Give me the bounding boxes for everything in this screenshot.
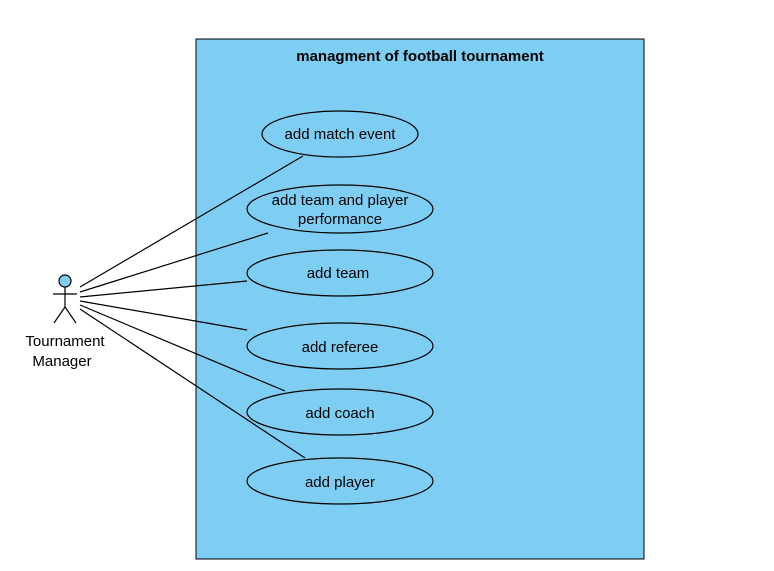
- use-case-add-team[interactable]: add team: [246, 249, 434, 297]
- use-case-add-player[interactable]: add player: [246, 457, 434, 505]
- system-title: managment of football tournament: [296, 48, 544, 65]
- use-case-label: add match event: [285, 126, 397, 143]
- use-case-add-team-and-player-performance[interactable]: add team and player performance: [246, 184, 434, 234]
- use-case-add-referee[interactable]: add referee: [246, 322, 434, 370]
- association-add-match-event[interactable]: [79, 155, 304, 288]
- use-case-add-match-event[interactable]: add match event: [261, 110, 419, 158]
- use-case-label: add team: [307, 265, 370, 282]
- association-add-referee[interactable]: [79, 300, 248, 331]
- use-case-add-coach[interactable]: add coach: [246, 388, 434, 436]
- use-case-label: add player: [305, 474, 375, 491]
- actor-right-leg: [64, 306, 77, 324]
- associations: [79, 155, 306, 459]
- association-add-team[interactable]: [79, 280, 248, 298]
- actor-label-line1: Tournament: [25, 333, 105, 350]
- use-case-label-line1: add team and player: [272, 192, 409, 209]
- actor-left-leg: [53, 306, 66, 324]
- actor-head: [58, 274, 72, 288]
- actor-tournament-manager[interactable]: Tournament Manager: [25, 274, 105, 370]
- use-case-label: add referee: [302, 339, 379, 356]
- actor-label-line2: Manager: [32, 353, 91, 370]
- association-add-player[interactable]: [79, 308, 306, 459]
- association-add-team-and-player-performance[interactable]: [79, 232, 269, 293]
- use-case-label: add coach: [305, 405, 374, 422]
- association-add-coach[interactable]: [79, 304, 286, 392]
- use-case-label-line2: performance: [298, 211, 382, 228]
